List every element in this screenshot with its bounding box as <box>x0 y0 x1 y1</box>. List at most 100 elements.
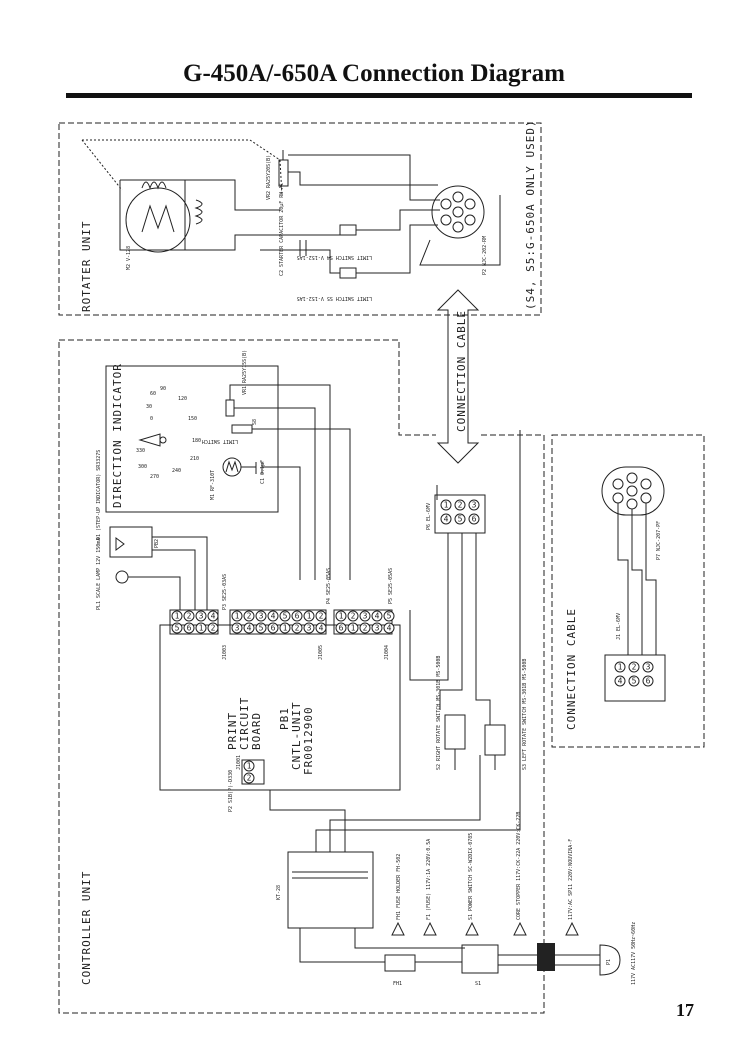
page-title: G-450A/-650A Connection Diagram <box>183 60 565 87</box>
pcb-line3: BOARD <box>250 712 263 750</box>
pl1-label: PL1 SCALE LAMP 12V 150mA <box>96 538 102 610</box>
connection-cable-arrow: CONNECTION CABLE <box>436 289 480 464</box>
svg-text:210: 210 <box>190 456 199 462</box>
svg-text:30: 30 <box>146 404 152 410</box>
vr1-label: VR1 RA25Y15S(B) <box>242 350 248 395</box>
pcb-line2: CIRCUIT <box>238 697 251 750</box>
svg-text:1: 1 <box>247 762 252 771</box>
p6-connector-pin: 1 <box>440 499 452 511</box>
j1005-pin: 2 <box>243 610 255 622</box>
p3-label: P3 SE25-03AS <box>222 574 228 610</box>
s3-label: S3 LEFT ROTATE SWITCH MS-301B MS-500B <box>522 659 528 770</box>
svg-text:1: 1 <box>351 624 356 633</box>
pcb-line6: FR0012900 <box>302 706 315 775</box>
m1-label: M1 RF-310T <box>210 470 216 500</box>
svg-text:6: 6 <box>271 624 276 633</box>
svg-text:240: 240 <box>172 468 181 474</box>
pcb-line4: PB1 <box>278 707 291 730</box>
svg-text:300: 300 <box>138 464 147 470</box>
pcb-p2-label: P2 S1B(P)-D330 <box>228 770 234 812</box>
cable-j1-connector-pin: 6 <box>642 675 654 687</box>
f1-label: F1 (FUSE) 117V:1A 220V:0.5A <box>426 839 432 920</box>
svg-text:3: 3 <box>646 663 651 672</box>
svg-text:1: 1 <box>235 612 240 621</box>
cable-j1-connector-pin: 1 <box>614 661 626 673</box>
p6-label: P6 EL-6MV <box>426 503 432 530</box>
j1005-pin: 3 <box>231 622 243 634</box>
rotator-note: (S4, S5:G-650A ONLY USED) <box>524 119 537 310</box>
s4-label: LIMIT SWITCH S4 V-152-1A5 <box>297 254 372 260</box>
svg-text:5: 5 <box>259 624 264 633</box>
fh1-label: FH1 FUSE HOLDER FH-502 <box>396 854 402 920</box>
pcb-line1: PRINT <box>226 712 239 750</box>
cord-label: 117V:AC SP11 220V:NOUVINA-F <box>568 839 574 920</box>
svg-text:60: 60 <box>150 391 156 397</box>
j1001-pin: 1 <box>243 760 255 772</box>
j1003-pin: 4 <box>207 610 219 622</box>
c1-label: C1 0.1µF <box>260 460 266 484</box>
svg-text:4: 4 <box>444 515 449 524</box>
j1004-pin: 4 <box>371 610 383 622</box>
direction-indicator-title: DIRECTION INDICATOR <box>111 363 124 508</box>
svg-text:0: 0 <box>150 416 153 422</box>
j1003-label: J1003 <box>222 645 228 660</box>
s5-label: LIMIT SWITCH S5 V-152-1A5 <box>297 295 372 301</box>
p6-connector-pin: 6 <box>468 513 480 525</box>
core-label: CORE STOPPER 117V:CK-22A 220V:CK-22B <box>516 812 522 920</box>
cable-round-connector: P7 NJC-207-PF <box>601 466 665 655</box>
svg-text:2: 2 <box>295 624 300 633</box>
pb2-label: PB2 <box>154 539 160 548</box>
svg-text:120: 120 <box>178 396 187 402</box>
svg-text:1: 1 <box>175 612 180 621</box>
svg-text:5: 5 <box>458 515 463 524</box>
cable-j1-connector-pin: 5 <box>628 675 640 687</box>
svg-text:6: 6 <box>295 612 300 621</box>
page-number: 17 <box>676 1000 694 1020</box>
indicator-limit-switch-label: LIMIT SWITCH <box>202 438 238 444</box>
cable-j1-connector-pin: 3 <box>642 661 654 673</box>
j1005-pin: 4 <box>243 622 255 634</box>
c2-label: C2 STARTER CAPACITOR 20µF RH-AC <box>279 183 285 276</box>
power-section: KT-28 FH1 FUSE HOLDER FH-502 F1 (FUSE) 1… <box>269 430 637 987</box>
svg-text:2: 2 <box>458 501 463 510</box>
vr2-potentiometer: VR2 RA25Y20S(B) <box>266 150 440 201</box>
warning-triangles <box>391 921 579 936</box>
s1-label: S1 POWER SWITCH SC-W2DIX-0785 <box>468 833 474 920</box>
svg-text:1: 1 <box>283 624 288 633</box>
svg-text:6: 6 <box>187 624 192 633</box>
svg-text:1: 1 <box>618 663 623 672</box>
j1003-pin: 6 <box>183 622 195 634</box>
cable-rect-connector: J1 EL-6MV <box>604 613 666 702</box>
svg-text:4: 4 <box>387 624 392 633</box>
indicator-parts: VR1 RA25Y15S(B) S8 LIMIT SWITCH M1 RF-31… <box>202 350 351 580</box>
cable-j1-connector-pin: 4 <box>614 675 626 687</box>
svg-text:2: 2 <box>363 624 368 633</box>
j1003-pin: 2 <box>183 610 195 622</box>
p6-connector-pin: 4 <box>440 513 452 525</box>
svg-text:4: 4 <box>211 612 216 621</box>
svg-text:270: 270 <box>150 474 159 480</box>
pcb-line5: CNTL-UNIT <box>290 701 303 770</box>
rotator-motor: M2 V-128 <box>81 139 340 270</box>
limit-switches: LIMIT SWITCH S4 V-152-1A5 LIMIT SWITCH S… <box>260 183 440 301</box>
j1001-label: J1001 <box>236 755 242 770</box>
j1003-pin: 2 <box>207 622 219 634</box>
svg-text:2: 2 <box>187 612 192 621</box>
p6-connector-pin: 3 <box>468 499 480 511</box>
svg-text:2: 2 <box>247 612 252 621</box>
controller-box-top <box>59 339 436 436</box>
controller-box-rest <box>58 340 545 1014</box>
svg-text:180: 180 <box>192 438 201 444</box>
svg-text:5: 5 <box>283 612 288 621</box>
j1005-pin: 4 <box>315 622 327 634</box>
svg-text:2: 2 <box>351 612 356 621</box>
svg-text:4: 4 <box>271 612 276 621</box>
lamp-area: PL1 SCALE LAMP 12V 150mA D1 (STEP-UP IND… <box>96 450 394 610</box>
kt-label: KT-28 <box>276 885 282 900</box>
j1004-pin: 1 <box>347 622 359 634</box>
j1003-pin: 5 <box>171 622 183 634</box>
title-rule <box>66 93 692 98</box>
p4-label: P4 SE25-05AS <box>326 568 332 604</box>
